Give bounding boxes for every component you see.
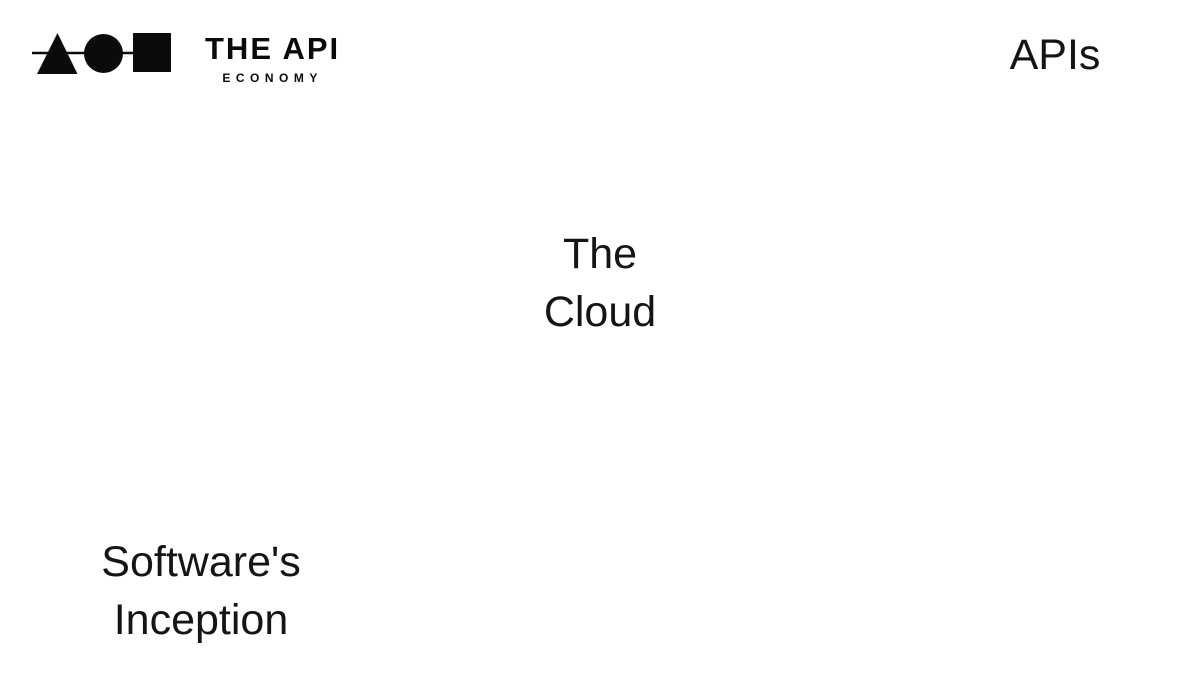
topic-the-cloud[interactable]: The Cloud — [543, 230, 657, 336]
logo-shapes-icon — [32, 33, 171, 74]
topic-softwares-inception[interactable]: Software's Inception — [101, 538, 301, 644]
triangle-icon — [37, 33, 78, 74]
brand-subtitle: ECONOMY — [222, 71, 323, 85]
topic-apis[interactable]: APIs — [1009, 31, 1101, 79]
circle-icon — [84, 34, 123, 73]
brand-logo: THE API ECONOMY — [30, 30, 340, 84]
square-icon — [133, 33, 171, 72]
brand-title: THE API — [205, 31, 341, 66]
brand-text: THE API ECONOMY — [205, 30, 340, 84]
